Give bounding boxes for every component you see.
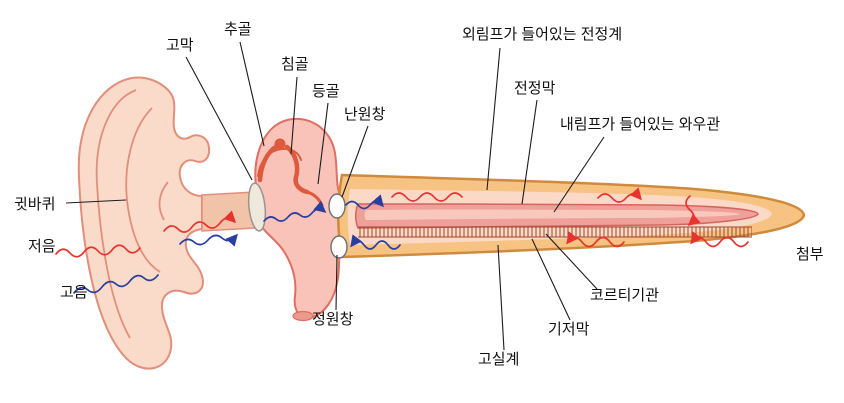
low-sound-wave-scala-vestibuli-2: [597, 187, 642, 203]
label-malleus: 추골: [224, 21, 252, 38]
label-incus: 침골: [281, 56, 309, 73]
label-scala-vestibuli: 외림프가 들어있는 전정계: [462, 26, 623, 43]
low-sound-wave-scala-tympani-2: [566, 231, 625, 248]
high-sound-wave-scala-vestibuli: [345, 194, 384, 210]
leader-malleus: [239, 41, 265, 147]
eardrum-shape: [247, 182, 267, 232]
label-auricle: 귓바퀴: [14, 196, 56, 213]
eustachian-tube-opening: [292, 310, 314, 322]
high-sound-wave-canal: [179, 233, 238, 247]
leader-organ-of-corti: [545, 233, 598, 290]
leader-oval-window: [341, 125, 369, 198]
leader-scala-tympani: [497, 244, 505, 351]
low-sound-wave-apex-turn: [685, 195, 701, 226]
label-basilar-membrane: 기저막: [548, 321, 590, 338]
high-sound-wave-middle-ear: [263, 200, 327, 222]
pinna-shape: [77, 76, 211, 370]
high-sound-wave-scala-tympani: [350, 234, 401, 250]
leader-auricle: [65, 199, 127, 204]
label-vestibular-membrane: 전정막: [514, 80, 556, 97]
cochlear-duct-core: [364, 209, 740, 220]
malleus-hook-detail: [257, 147, 302, 177]
pinna-concha-curve: [158, 181, 169, 221]
low-sound-wave-scala-vestibuli-1: [391, 192, 463, 202]
pinna-helix-curve: [95, 89, 137, 339]
label-low-sound: 저음: [28, 238, 56, 255]
low-sound-wave-outside: [55, 244, 141, 258]
incus-bone: [284, 144, 310, 195]
leader-round-window: [335, 254, 338, 311]
organ-of-corti-hair-cells: [358, 227, 752, 237]
label-organ-of-corti: 코르티기관: [590, 287, 660, 304]
label-round-window: 정원창: [312, 311, 354, 328]
label-eardrum: 고막: [166, 37, 194, 54]
label-high-sound: 고음: [60, 284, 88, 301]
low-sound-wave-canal: [163, 210, 237, 233]
oval-window-shape: [328, 193, 346, 219]
pinna-antihelix-curve: [125, 107, 161, 273]
malleus-head: [274, 138, 286, 150]
ear-canal-shape: [201, 191, 257, 232]
label-stapes: 등골: [312, 83, 340, 100]
high-sound-wave-outside: [73, 274, 159, 294]
leader-vestibular-membrane: [521, 99, 538, 205]
label-oval-window: 난원창: [344, 106, 386, 123]
label-scala-tympani: 고실계: [478, 351, 520, 368]
middle-ear-shape: [254, 117, 348, 319]
leader-stapes: [317, 102, 329, 185]
label-cochlear-duct: 내림프가 들어있는 와우관: [560, 116, 721, 133]
round-window-shape: [330, 235, 348, 259]
leader-basilar-membrane: [531, 238, 571, 321]
leader-scala-vestibuli: [486, 47, 501, 191]
low-sound-wave-scala-tympani-1: [690, 231, 749, 248]
leader-eardrum: [185, 56, 253, 181]
leader-incus: [290, 76, 298, 155]
label-apex: 첨부: [796, 246, 824, 263]
leader-cochlear-duct: [553, 136, 605, 213]
